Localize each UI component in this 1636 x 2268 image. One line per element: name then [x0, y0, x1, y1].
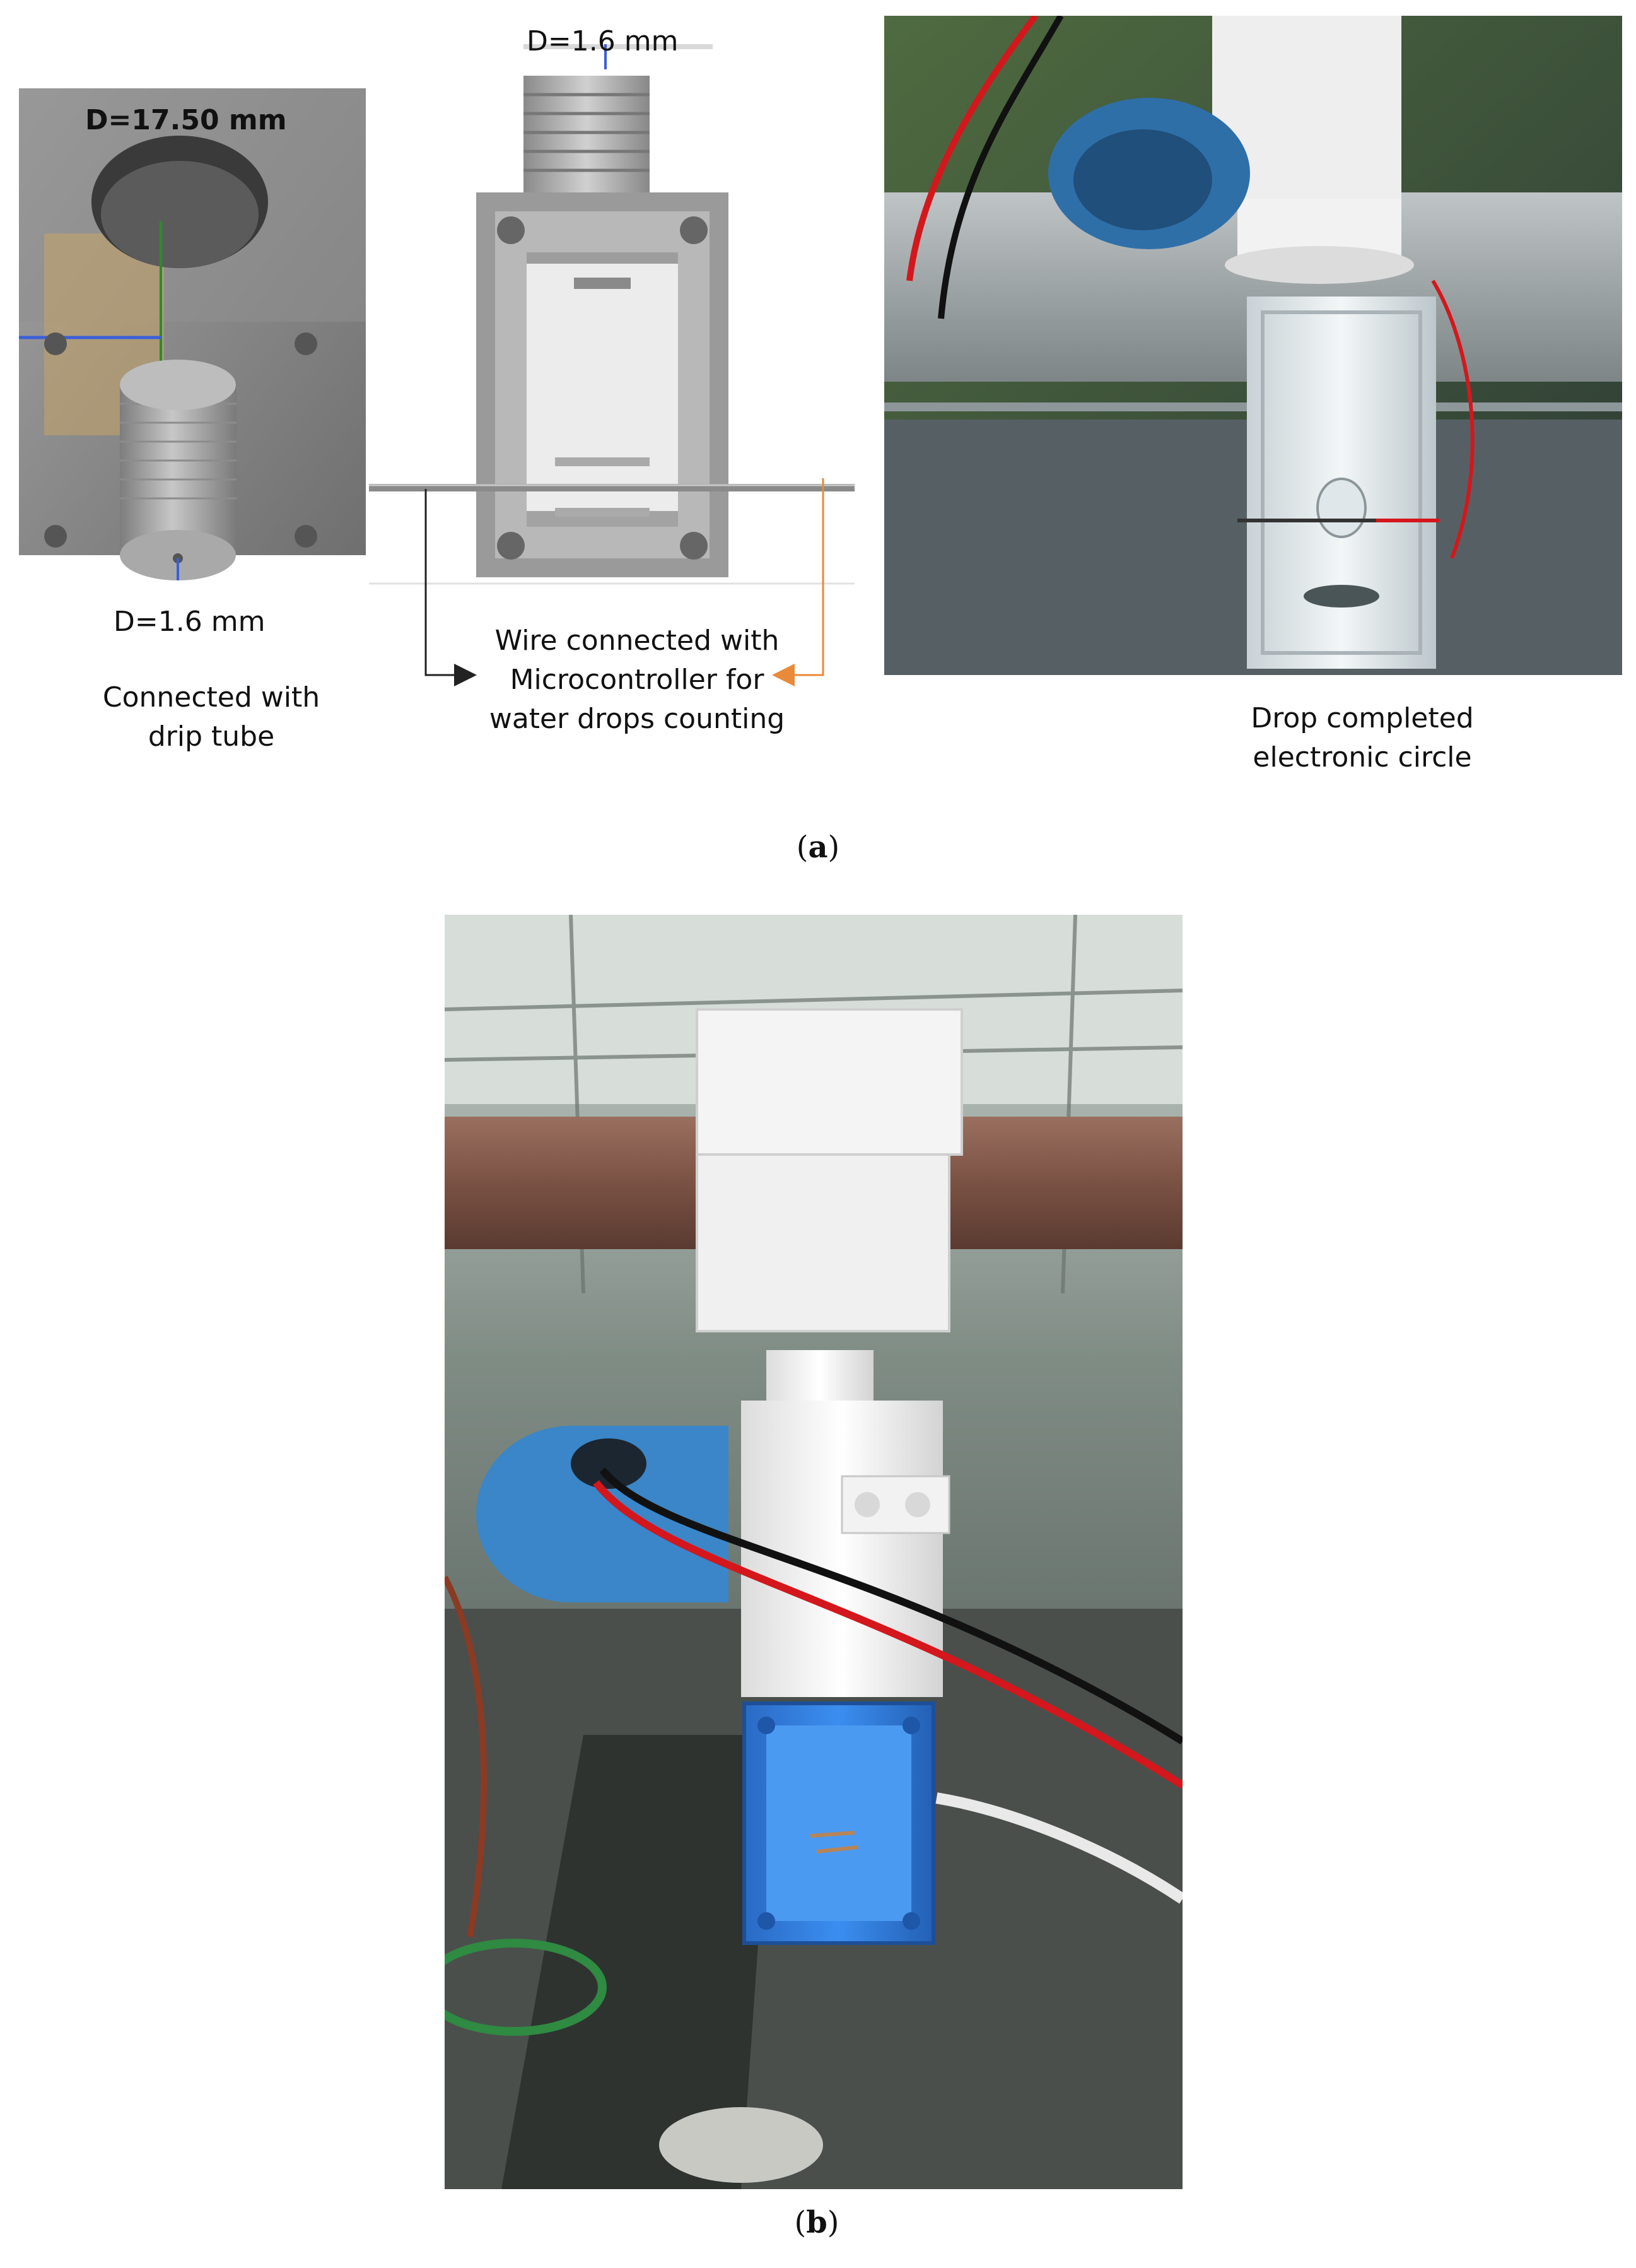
panel-label-b-close: )	[827, 2205, 839, 2240]
cad-diameter-top-label: D=17.50 mm	[85, 104, 287, 136]
panel-label-b-letter: b	[806, 2205, 827, 2240]
wire-connector-arrows	[424, 478, 824, 686]
assembled-device-photo	[445, 915, 1183, 2189]
middle-cad-caption: Wire connected with Microcontroller for …	[460, 621, 814, 739]
cad-block-drawing	[19, 88, 366, 580]
left-caption-line-2: drip tube	[148, 720, 275, 753]
right-caption-line-1: Drop completed	[1251, 702, 1474, 734]
panel-label-a-open: (	[796, 830, 809, 865]
cad-housing-view	[369, 44, 855, 599]
cad-diameter-bottom-label: D=1.6 mm	[114, 606, 266, 638]
drop-sensor-photo	[884, 16, 1622, 675]
drop-sensor-illustration	[884, 16, 1622, 675]
middle-caption-line-1: Wire connected with	[494, 625, 780, 657]
cad-housing-drawing	[369, 44, 855, 585]
cad-block-view	[19, 88, 372, 580]
panel-label-a-letter: a	[808, 830, 828, 865]
right-photo-caption: Drop completed electronic circle	[1211, 699, 1514, 777]
housing-diameter-label: D=1.6 mm	[527, 25, 679, 57]
assembled-device-illustration	[445, 915, 1183, 2189]
panel-label-b-open: (	[794, 2205, 807, 2240]
right-caption-line-2: electronic circle	[1253, 741, 1472, 773]
middle-caption-line-3: water drops counting	[489, 703, 785, 735]
left-cad-caption: Connected with drip tube	[69, 678, 353, 756]
panel-label-a-close: )	[827, 830, 840, 865]
panel-label-b: (b)	[754, 2205, 880, 2240]
panel-label-a: (a)	[755, 830, 881, 865]
middle-caption-line-2: Microcontroller for	[510, 664, 764, 696]
left-caption-line-1: Connected with	[102, 681, 320, 714]
